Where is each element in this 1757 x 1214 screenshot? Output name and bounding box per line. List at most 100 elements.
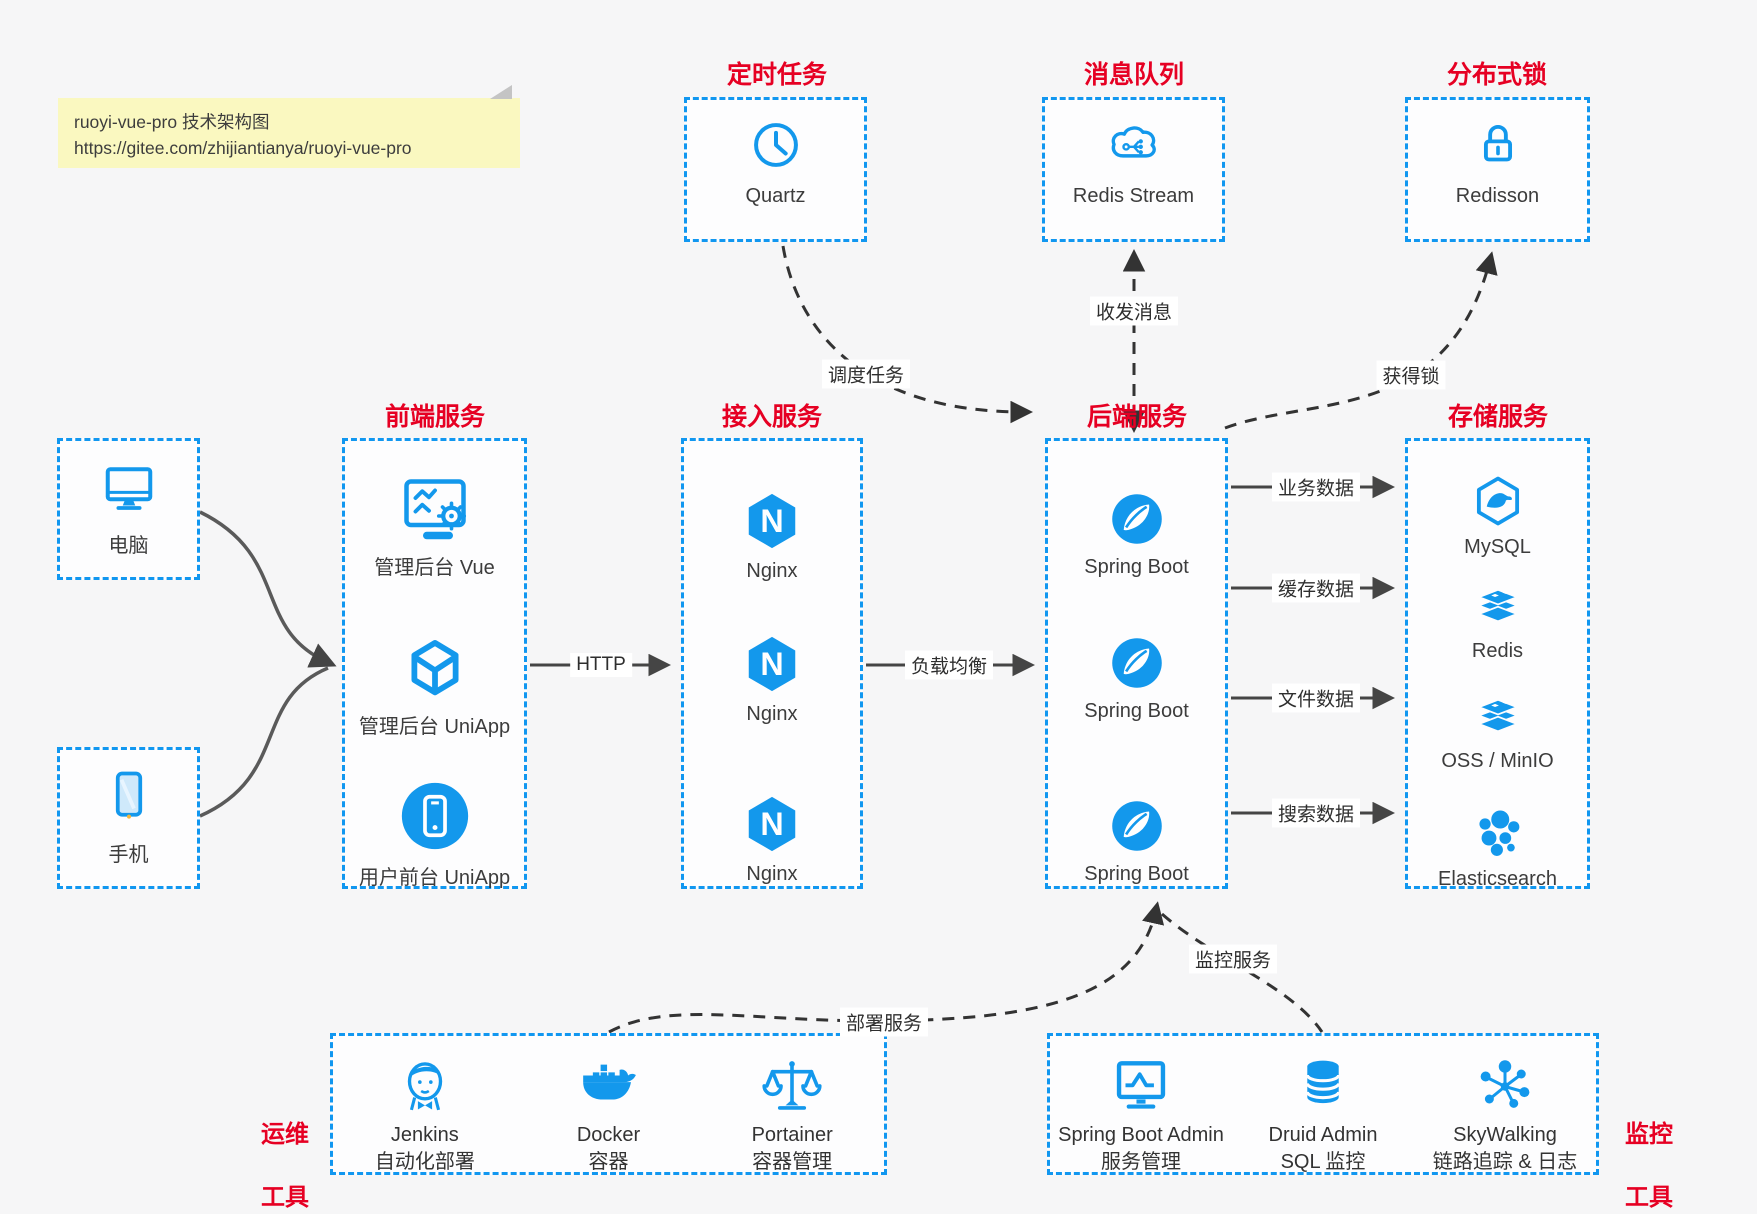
backend-item-label: Spring Boot <box>1084 863 1189 885</box>
frontend-box: 管理后台 Vue 管理后台 UniApp 用户前台 UniApp <box>342 438 527 889</box>
ops-item-label: Portainer <box>751 1124 833 1146</box>
arrow-label-http: HTTP <box>570 653 632 677</box>
ops-item-sublabel: 容器 <box>588 1151 629 1173</box>
access-item-label: Nginx <box>746 703 798 725</box>
lock-icon <box>1483 125 1512 162</box>
access-box: N Nginx N Nginx N Nginx <box>681 438 863 889</box>
ops-item-sublabel: 自动化部署 <box>374 1151 475 1173</box>
storage-item-elasticsearch: Elasticsearch <box>1408 806 1587 891</box>
edge-computer-to-frontend <box>199 510 337 668</box>
frontend-item-user-uniapp: 用户前台 UniApp <box>345 779 524 890</box>
arrow-label-schedule-task: 调度任务 <box>821 359 911 389</box>
section-title-backend: 后端服务 <box>1086 403 1188 431</box>
access-item-nginx-3: N Nginx <box>684 793 860 886</box>
edge-phone-to-frontend <box>199 666 329 818</box>
arrow-label-search-data: 搜索数据 <box>1271 798 1361 828</box>
monitor-item-label: Druid Admin <box>1268 1124 1378 1146</box>
ops-item-jenkins: Jenkins 自动化部署 <box>333 1053 517 1176</box>
access-item-nginx-2: N Nginx <box>684 633 860 726</box>
ops-item-docker: Docker 容器 <box>517 1053 701 1176</box>
arrow-label-monitor-service: 监控服务 <box>1188 944 1278 974</box>
skywalking-icon <box>1480 1060 1530 1108</box>
svg-text:N: N <box>760 646 783 682</box>
storage-item-label: OSS / MinIO <box>1441 750 1554 772</box>
frontend-item-admin-vue: 管理后台 Vue <box>345 471 524 580</box>
desktop-icon <box>105 467 152 510</box>
admin-vue-icon <box>403 479 466 540</box>
storage-item-redis: Redis <box>1408 578 1587 663</box>
ops-item-label: Docker <box>576 1124 641 1146</box>
side-title-line: 监控 <box>1625 1121 1673 1149</box>
quartz-label: Quartz <box>745 185 806 207</box>
spring-icon <box>1111 638 1162 688</box>
backend-box: Spring Boot Spring Boot Spring Boot <box>1045 438 1228 889</box>
clock-icon <box>753 123 798 167</box>
phone-label: 手机 <box>108 844 149 866</box>
monitor-item-skywalking: SkyWalking 链路追踪 & 日志 <box>1414 1053 1596 1176</box>
arrow-label-deploy-service: 部署服务 <box>839 1007 929 1037</box>
redis-stream-label: Redis Stream <box>1072 185 1195 207</box>
access-item-label: Nginx <box>746 863 798 885</box>
redisson-box: Redisson <box>1405 97 1590 242</box>
spring-icon <box>1111 801 1162 851</box>
backend-item-label: Spring Boot <box>1084 556 1189 578</box>
quartz-box: Quartz <box>684 97 867 242</box>
computer-box: 电脑 <box>57 438 200 580</box>
user-app-icon <box>401 782 468 850</box>
storage-item-label: Elasticsearch <box>1438 868 1557 890</box>
monitor-item-sublabel: SQL 监控 <box>1280 1151 1366 1173</box>
nginx-icon: N <box>748 636 796 692</box>
monitor-item-label: Spring Boot Admin <box>1058 1124 1224 1146</box>
jenkins-icon <box>407 1062 443 1111</box>
arrow-label-acquire-lock: 获得锁 <box>1376 360 1446 390</box>
arrow-label-cache-data: 缓存数据 <box>1271 573 1361 603</box>
access-item-nginx-1: N Nginx <box>684 490 860 583</box>
side-title-monitor-tools: 监控 工具 <box>1618 1088 1680 1214</box>
ops-item-label: Jenkins <box>390 1124 459 1146</box>
side-title-ops-tools: 运维 工具 <box>254 1088 316 1214</box>
nginx-icon: N <box>748 493 796 549</box>
storage-item-label: Redis <box>1471 640 1524 662</box>
mobile-icon <box>115 771 142 819</box>
phone-box: 手机 <box>57 747 200 889</box>
note-fold-corner <box>490 85 512 99</box>
section-title-scheduled-tasks: 定时任务 <box>726 61 828 89</box>
monitor-item-label: SkyWalking <box>1453 1124 1557 1146</box>
frontend-item-admin-uniapp: 管理后台 UniApp <box>345 636 524 739</box>
portainer-icon <box>762 1061 822 1110</box>
elasticsearch-icon <box>1478 810 1519 856</box>
storage-item-mysql: MySQL <box>1408 474 1587 559</box>
section-title-distributed-lock: 分布式锁 <box>1446 61 1548 89</box>
arrow-label-send-receive-msg: 收发消息 <box>1089 296 1179 326</box>
cloud-queue-icon <box>1111 126 1156 158</box>
backend-item-springboot-3: Spring Boot <box>1048 797 1225 886</box>
side-title-line: 工具 <box>1625 1183 1673 1211</box>
storage-item-label: MySQL <box>1464 536 1531 558</box>
frontend-item-label: 管理后台 Vue <box>374 557 495 579</box>
ops-tools-box: Jenkins 自动化部署 Docker 容器 <box>330 1033 887 1175</box>
arrow-label-file-data: 文件数据 <box>1271 683 1361 713</box>
nginx-icon: N <box>748 796 796 852</box>
section-title-access: 接入服务 <box>721 403 823 431</box>
redis-stack-icon <box>1477 588 1518 623</box>
mysql-icon <box>1476 476 1519 526</box>
access-item-label: Nginx <box>746 560 798 582</box>
uniapp-cube-icon <box>410 639 459 696</box>
redisson-label: Redisson <box>1455 185 1540 207</box>
backend-item-label: Spring Boot <box>1084 700 1189 722</box>
side-title-line: 运维 <box>261 1121 309 1149</box>
svg-text:N: N <box>760 503 783 539</box>
svg-text:N: N <box>760 806 783 842</box>
monitor-item-sublabel: 服务管理 <box>1101 1151 1181 1173</box>
monitor-item-springboot-admin: Spring Boot Admin 服务管理 <box>1050 1053 1232 1176</box>
redis-stack-icon <box>1477 698 1518 733</box>
section-title-frontend: 前端服务 <box>384 403 486 431</box>
ops-item-portainer: Portainer 容器管理 <box>700 1053 884 1176</box>
frontend-item-label: 用户前台 UniApp <box>358 867 511 889</box>
monitor-tools-box: Spring Boot Admin 服务管理 Druid Admin SQL 监… <box>1047 1033 1599 1175</box>
ops-item-sublabel: 容器管理 <box>752 1151 833 1173</box>
computer-label: 电脑 <box>108 535 149 557</box>
frontend-item-label: 管理后台 UniApp <box>358 716 511 738</box>
section-title-storage: 存储服务 <box>1447 403 1549 431</box>
